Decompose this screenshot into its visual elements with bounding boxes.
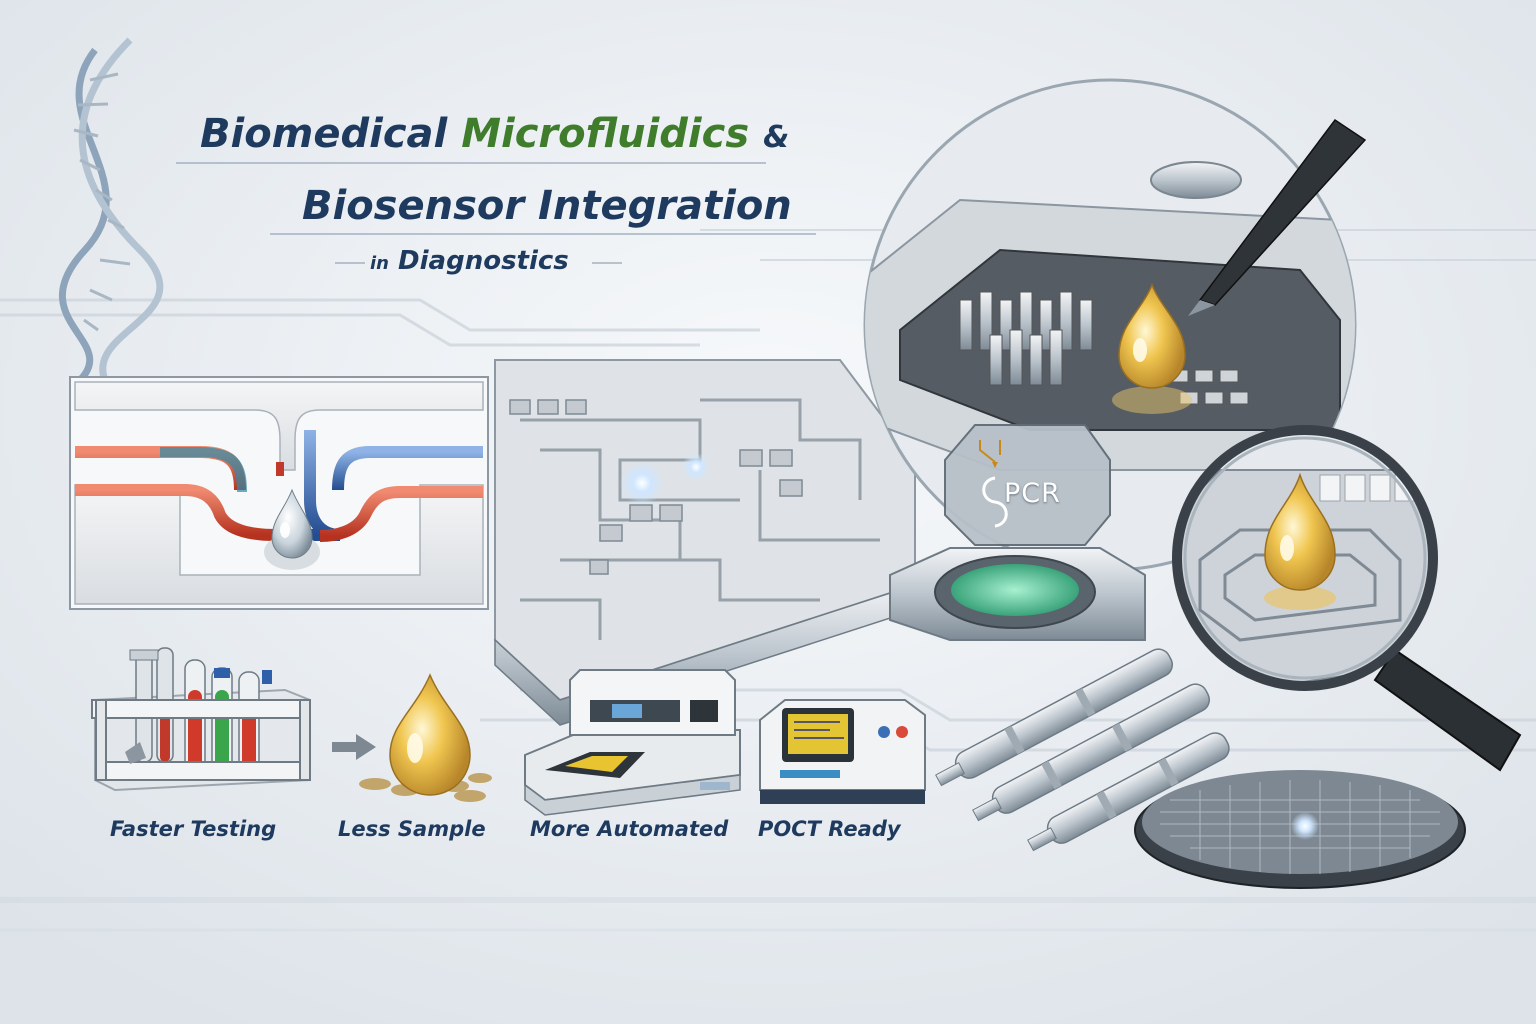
benefit-poct-ready: POCT Ready [758,817,901,841]
test-tube-rack [91,647,311,792]
title-word-in: in [370,253,389,274]
pcr-module [944,424,1111,546]
poct-device [759,699,926,804]
title-rules [176,162,816,264]
biosensor-probes [935,648,1230,852]
central-microfluidic-chip [494,359,916,726]
title-line-3: in Diagnostics [370,248,569,274]
microfluidic-channel-panel [69,376,489,610]
benefit-faster-testing: Faster Testing [110,817,277,841]
dna-helix [58,37,164,392]
silicon-wafer [1134,770,1466,889]
title-line-1: Biomedical Microfluidics & [200,114,789,154]
title-word-biomedical: Biomedical [200,111,448,157]
arrow-icon [332,734,376,760]
magnifying-glass [1172,425,1522,772]
title-ampersand: & [763,120,790,155]
benefit-more-automated: More Automated [530,817,729,841]
benefit-less-sample: Less Sample [338,817,486,841]
sample-droplet [359,673,492,802]
sensor-well-base [889,547,1146,641]
title-word-diagnostics: Diagnostics [398,246,569,276]
title-line-2: Biosensor Integration [302,183,792,229]
automated-analyzer-device [524,669,741,816]
title-word-microfluidics: Microfluidics [461,111,750,157]
pcr-chip-label: PCR [1004,478,1061,509]
